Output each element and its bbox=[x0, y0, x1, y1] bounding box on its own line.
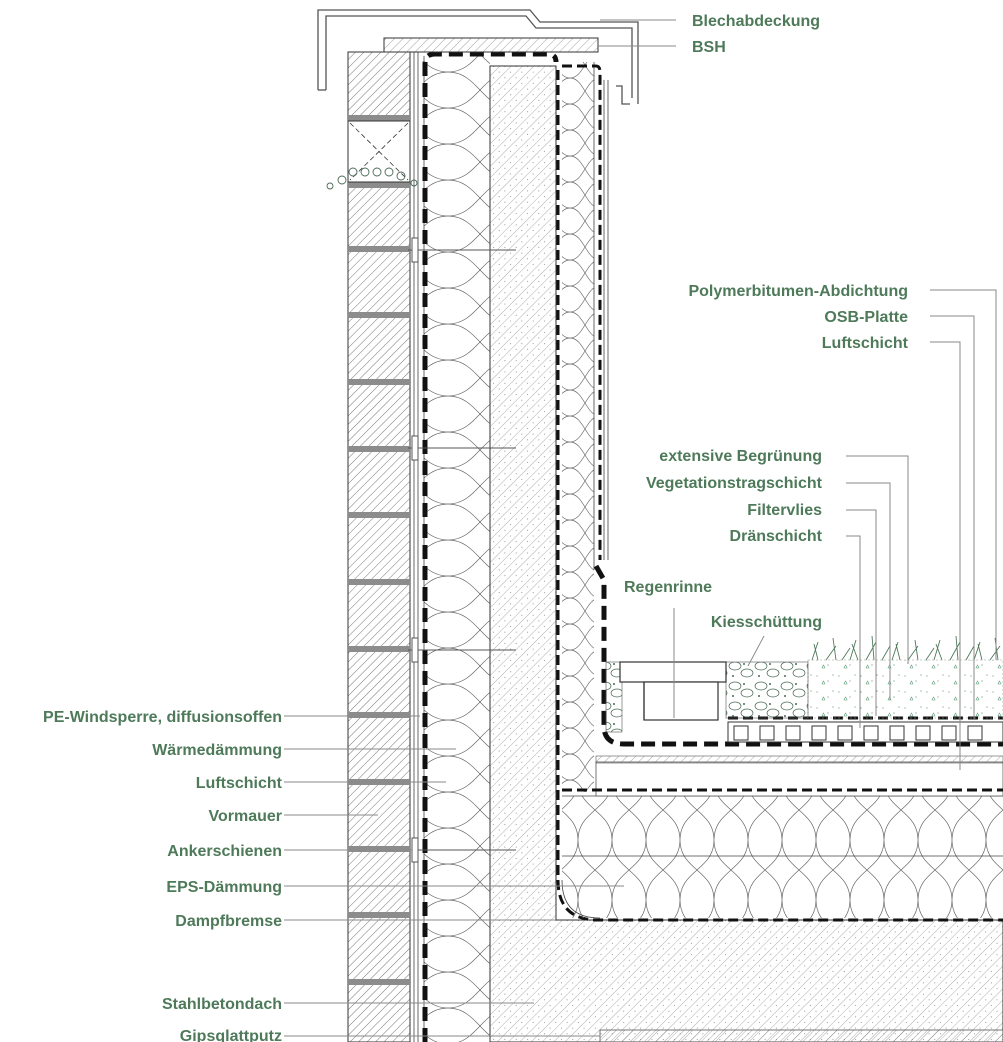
extensive-begruenung bbox=[811, 635, 1001, 661]
label-extensive-begruenung: extensive Begrünung bbox=[659, 448, 822, 465]
label-vegetationstragschicht: Vegetationstragschicht bbox=[646, 475, 823, 492]
label-dampfbremse: Dampfbremse bbox=[175, 913, 282, 930]
label-waermedaemmung: Wärmedämmung bbox=[152, 742, 282, 759]
parapet-insulation bbox=[562, 62, 595, 792]
label-draenschicht: Dränschicht bbox=[730, 528, 823, 545]
parapet-membrane bbox=[562, 64, 602, 560]
eps-daemmung-roof bbox=[562, 795, 1003, 918]
gipsglattputz-layer bbox=[599, 1029, 1003, 1042]
label-gipsglattputz: Gipsglattputz bbox=[180, 1028, 282, 1042]
blechabdeckung-flashing bbox=[317, 9, 639, 105]
regenrinne bbox=[619, 661, 727, 721]
label-osb-platte: OSB-Platte bbox=[824, 309, 908, 326]
label-luftschicht-roof: Luftschicht bbox=[822, 335, 909, 352]
vormauer-brick-wall bbox=[326, 51, 418, 1042]
roof-upper-layers bbox=[595, 755, 1003, 797]
pe-windsperre-line bbox=[422, 51, 559, 1042]
stahlbeton-structure bbox=[489, 65, 1003, 1042]
bsh-timber bbox=[383, 37, 599, 53]
waermedaemmung-wall bbox=[423, 56, 490, 1042]
label-luftschicht-wall: Luftschicht bbox=[196, 775, 283, 792]
label-polymerbitumen-abdichtung: Polymerbitumen-Abdichtung bbox=[688, 283, 908, 300]
label-regenrinne: Regenrinne bbox=[624, 579, 712, 596]
kiesschuettung bbox=[605, 661, 809, 733]
vegetationstragschicht bbox=[807, 659, 1003, 719]
label-kiesschuettung: Kiesschüttung bbox=[711, 614, 822, 631]
label-eps-daemmung: EPS-Dämmung bbox=[166, 879, 282, 896]
label-vormauer: Vormauer bbox=[208, 808, 282, 825]
ankerschienen bbox=[408, 237, 516, 863]
label-bsh: BSH bbox=[692, 39, 726, 56]
label-blechabdeckung: Blechabdeckung bbox=[692, 13, 820, 30]
label-ankerschienen: Ankerschienen bbox=[167, 843, 282, 860]
label-pe-windsperre: PE-Windsperre, diffusionsoffen bbox=[43, 709, 282, 726]
label-filtervlies: Filtervlies bbox=[747, 502, 822, 519]
draenschicht bbox=[727, 716, 1003, 743]
label-stahlbetondach: Stahlbetondach bbox=[162, 996, 282, 1013]
polymerbitumen-membrane bbox=[593, 564, 1003, 747]
